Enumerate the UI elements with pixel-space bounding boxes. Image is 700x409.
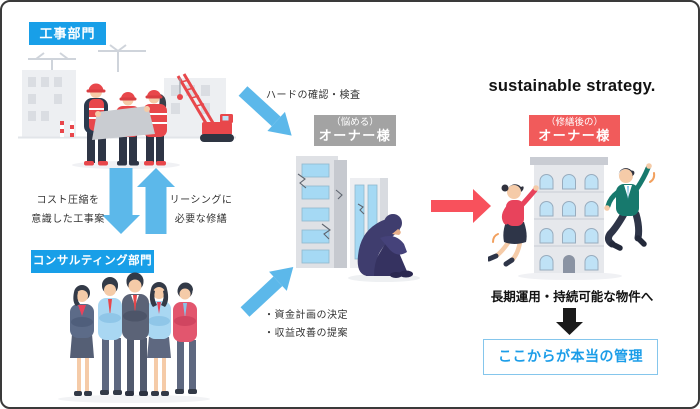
consulting-dept-label: コンサルティング部門 (31, 250, 154, 273)
consultant-man-1 (98, 277, 122, 395)
blue-arrow-down-right-icon (238, 86, 292, 136)
proposal-note: ・資金計画の決定 ・収益改善の提案 (264, 310, 348, 339)
worried-owner-label: （悩める） オーナー様 (314, 115, 396, 146)
repaired-owner-label: （修繕後の） オーナー様 (529, 115, 620, 146)
building-cracks (297, 173, 365, 240)
consultant-woman-1 (70, 285, 94, 396)
jumping-woman (488, 184, 539, 267)
happy-owner-illustration (488, 157, 656, 280)
blueprint-sheet (92, 106, 155, 140)
building-door (563, 255, 575, 273)
worried-owner-illustration (296, 156, 420, 282)
worried-owner-tag: （悩める） (331, 117, 379, 128)
red-arrow-right-icon (431, 189, 491, 223)
construction-team-illustration (18, 44, 236, 169)
consulting-team-illustration (58, 272, 210, 403)
consultant-man-3 (173, 282, 197, 394)
blue-arrow-up-right-icon (240, 266, 294, 317)
arched-windows (539, 174, 599, 271)
management-box: ここからが本当の管理 (483, 339, 658, 375)
consultant-man-2 (122, 272, 149, 396)
blue-arrow-up-icon (137, 168, 175, 234)
consultant-woman-2 (147, 282, 171, 396)
worried-owner-name: オーナー様 (318, 128, 392, 143)
construction-dept-label: 工事部門 (29, 22, 106, 45)
jumping-man (604, 163, 656, 251)
black-arrow-down-icon (556, 308, 583, 335)
longterm-note: 長期運用・持続可能な物件へ (490, 290, 654, 304)
sustainable-headline: sustainable strategy. (488, 77, 656, 95)
slumped-person (357, 214, 413, 278)
leasing-repair-note: リーシングに 必要な修繕 (169, 195, 233, 225)
cost-reduction-note: コスト圧縮を 意識した工事案 (31, 195, 105, 225)
hard-check-note: ハードの確認・検査 (266, 90, 361, 101)
blue-arrow-down-icon (102, 168, 140, 234)
repaired-owner-name: オーナー様 (538, 128, 611, 143)
repaired-owner-tag: （修繕後の） (545, 117, 603, 128)
